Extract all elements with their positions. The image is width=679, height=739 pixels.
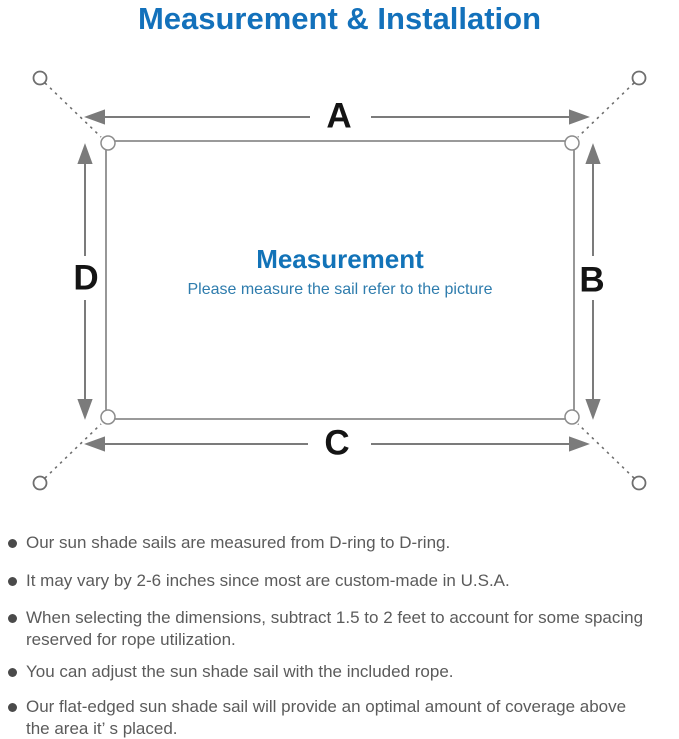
bullet-icon bbox=[8, 668, 17, 677]
d-ring-bottom-left bbox=[100, 409, 116, 425]
dimension-label-a: A bbox=[326, 96, 352, 136]
diagram-center-subtitle: Please measure the sail refer to the pic… bbox=[187, 281, 493, 298]
anchor-ring-top-right bbox=[631, 70, 647, 86]
page-title: Measurement & Installation bbox=[137, 1, 542, 36]
d-ring-top-left bbox=[100, 135, 116, 151]
dimension-label-d: D bbox=[73, 258, 99, 298]
dimension-arrow-d bbox=[77, 143, 93, 420]
notes-list: Our sun shade sails are measured from D-… bbox=[8, 532, 676, 739]
note-text: You can adjust the sun shade sail with t… bbox=[26, 662, 454, 681]
bullet-icon bbox=[8, 577, 17, 586]
note-text: It may vary by 2-6 inches since most are… bbox=[26, 571, 510, 590]
rope-line-top-left bbox=[44, 82, 102, 138]
note-text: Our flat-edged sun shade sail will provi… bbox=[26, 697, 627, 738]
note-item: Our sun shade sails are measured from D-… bbox=[8, 532, 676, 554]
note-item: When selecting the dimensions, subtract … bbox=[8, 607, 676, 651]
note-text: When selecting the dimensions, subtract … bbox=[26, 608, 644, 649]
note-item: Our flat-edged sun shade sail will provi… bbox=[8, 696, 676, 739]
sail-measurement-diagram: A B C D Measurement Please measure the s… bbox=[32, 70, 647, 491]
d-ring-top-right bbox=[564, 135, 580, 151]
dimension-arrow-c bbox=[84, 436, 590, 452]
dimension-arrow-b bbox=[585, 143, 601, 420]
note-item: It may vary by 2-6 inches since most are… bbox=[8, 570, 676, 592]
anchor-ring-bottom-right bbox=[631, 475, 647, 491]
diagram-center-text: Measurement Please measure the sail refe… bbox=[106, 244, 574, 300]
rope-line-top-right bbox=[577, 82, 635, 138]
sail-outline bbox=[105, 140, 575, 420]
dimension-arrow-a bbox=[84, 109, 590, 125]
sail-diagram-canvas bbox=[32, 70, 647, 491]
d-ring-bottom-right bbox=[564, 409, 580, 425]
dimension-label-b: B bbox=[579, 260, 605, 300]
bullet-icon bbox=[8, 614, 17, 623]
bullet-icon bbox=[8, 703, 17, 712]
diagram-center-title: Measurement bbox=[256, 244, 424, 274]
anchor-ring-top-left bbox=[32, 70, 48, 86]
bullet-icon bbox=[8, 539, 17, 548]
note-item: You can adjust the sun shade sail with t… bbox=[8, 661, 676, 683]
rope-line-bottom-left bbox=[44, 423, 102, 479]
rope-line-bottom-right bbox=[577, 423, 635, 479]
note-text: Our sun shade sails are measured from D-… bbox=[26, 533, 451, 552]
dimension-label-c: C bbox=[324, 423, 350, 463]
anchor-ring-bottom-left bbox=[32, 475, 48, 491]
